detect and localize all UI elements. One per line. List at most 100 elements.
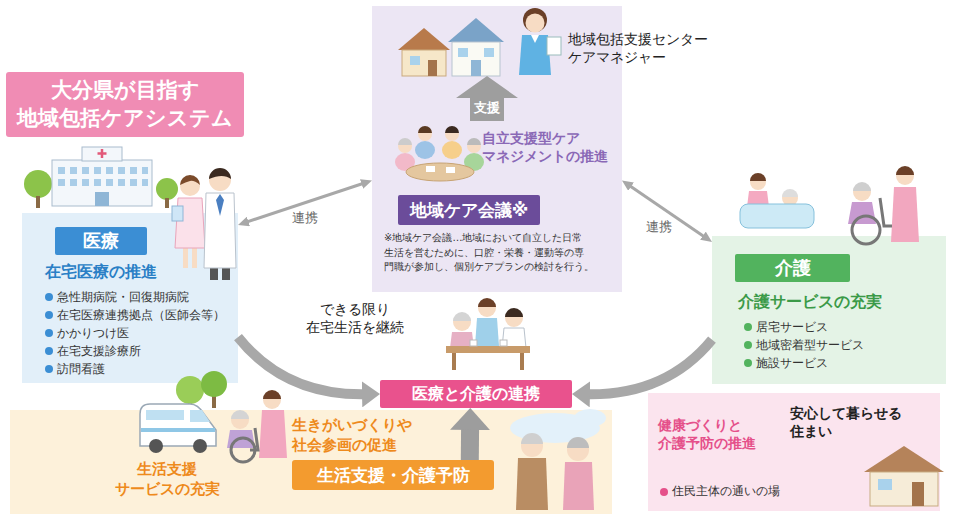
van-illustration [201,371,227,397]
home-table-illustration [505,308,523,317]
flow-arrow [586,340,712,395]
link-arrow [629,185,706,237]
council-title-box: 地域ケア会議※ [398,195,540,225]
elderly-couple-illustration [574,409,606,427]
support-arrow [456,76,518,121]
support-arrow [456,76,518,121]
text-wrapper: 連携 [643,219,675,236]
home-table-illustration [446,298,530,370]
meeting-illustration [418,126,432,133]
van-illustration [140,404,216,446]
van-illustration [146,410,184,420]
box-title: 生活支援・介護予防 [317,464,470,486]
meeting-illustration [406,163,474,181]
box-title: 医療 [83,229,119,252]
hospital [98,149,107,158]
hospital [24,147,178,208]
hospital [24,170,52,198]
elderly-couple-illustration [521,433,543,444]
elderly-couple-illustration [563,462,594,510]
bath-illustration [740,204,814,228]
wheelchair-care-illustration [848,166,919,244]
home-table-illustration [478,298,496,307]
edge-label: 連携 [289,210,321,227]
wheelchair-care-illustration [880,198,892,226]
text-wrapper: 生活支援・介護予防 [292,460,494,490]
bullet-dot [45,347,53,355]
nurse-figure [180,176,200,196]
houses [458,48,468,57]
text-wrapper: 医療と介護の連携 [380,380,572,408]
edge-label: 連携 [643,219,675,236]
houses [402,50,446,76]
list-item: 急性期病院・回復期病院 [57,290,189,305]
wheelchair-care-illustration [853,182,871,191]
text-wrapper: 急性期病院・回復期病院 [57,290,189,305]
bullet-dot [45,311,53,319]
wheelchair-outing-illustration [231,438,255,462]
box-title: 医療と介護の連携 [412,384,540,405]
subheading: 健康づくりと 介護予防の推進 [658,416,770,452]
wheelchair-care-illustration [891,187,919,242]
text-wrapper: 地域包括支援センター ケアマネジャー [568,30,730,66]
meeting-illustration [398,138,412,145]
list-item: 地域密着型サービス [756,338,864,353]
meeting-illustration [415,141,435,159]
home-table-illustration [452,352,456,370]
role-label: 地域包括支援センター ケアマネジャー [568,30,730,66]
text-wrapper: 介護サービスの充実 [738,292,882,313]
bath-illustration [740,173,814,228]
home-table-illustration [475,318,499,346]
nurse-figure [183,246,188,268]
text-wrapper: 連携 [289,210,321,227]
houses [484,48,494,57]
hospital [165,198,169,208]
text-wrapper: できる限り 在宅生活を継続 [300,300,410,336]
list-item: 在宅医療連携拠点（医師会等） [57,308,225,323]
wheelchair-outing-illustration [263,390,281,399]
elderly-couple-illustration [567,437,589,448]
bullet-dot [744,359,752,367]
home-table-illustration [505,309,523,327]
home-table-illustration [453,313,471,331]
nurse-figure [192,246,197,268]
text-wrapper: ※地域ケア会議…地域において自立した日常 生活を営むために、口腔・栄養・運動等の… [384,231,616,275]
wheelchair-care-illustration [848,202,876,224]
care-manager-figure [523,8,547,32]
text-wrapper: かかりつけ医 [57,326,129,341]
houses [448,18,504,42]
van-illustration [190,410,210,422]
text-wrapper: 自立支援型ケア マネジメントの推進 [482,130,620,165]
house-illustration [864,446,944,506]
van-illustration [141,428,215,432]
hospital [95,192,109,206]
hospital [56,165,148,191]
home-table-illustration [520,352,524,370]
list-item: 在宅支援診療所 [57,344,141,359]
hospital [156,178,178,200]
meeting-illustration [446,167,455,173]
home-table-illustration [446,346,530,353]
meeting-illustration [395,126,484,181]
care-manager-figure [531,35,539,43]
hospital [52,160,152,206]
text-wrapper: 訪問看護 [57,362,105,377]
van-illustration [140,371,227,453]
footnote: ※地域ケア会議…地域において自立した日常 生活を営むために、口腔・栄養・運動等の… [384,231,616,275]
arrow-label: 支援 [470,100,504,117]
care-panel: 介護サービスの充実居宅サービス地域密着型サービス施設サービス介護 [712,236,946,384]
meeting-illustration [467,138,481,145]
text-wrapper: 在宅支援診療所 [57,344,141,359]
box-title: 介護 [775,256,811,279]
hospital [82,147,122,161]
houses [398,28,450,50]
hospital [36,196,40,208]
nurse-figure [172,206,183,221]
bath-illustration [782,189,798,197]
list-item: 住民主体の通いの場 [672,484,780,500]
bullet-dot [744,341,752,349]
text-wrapper: 地域ケア会議※ [398,195,540,225]
